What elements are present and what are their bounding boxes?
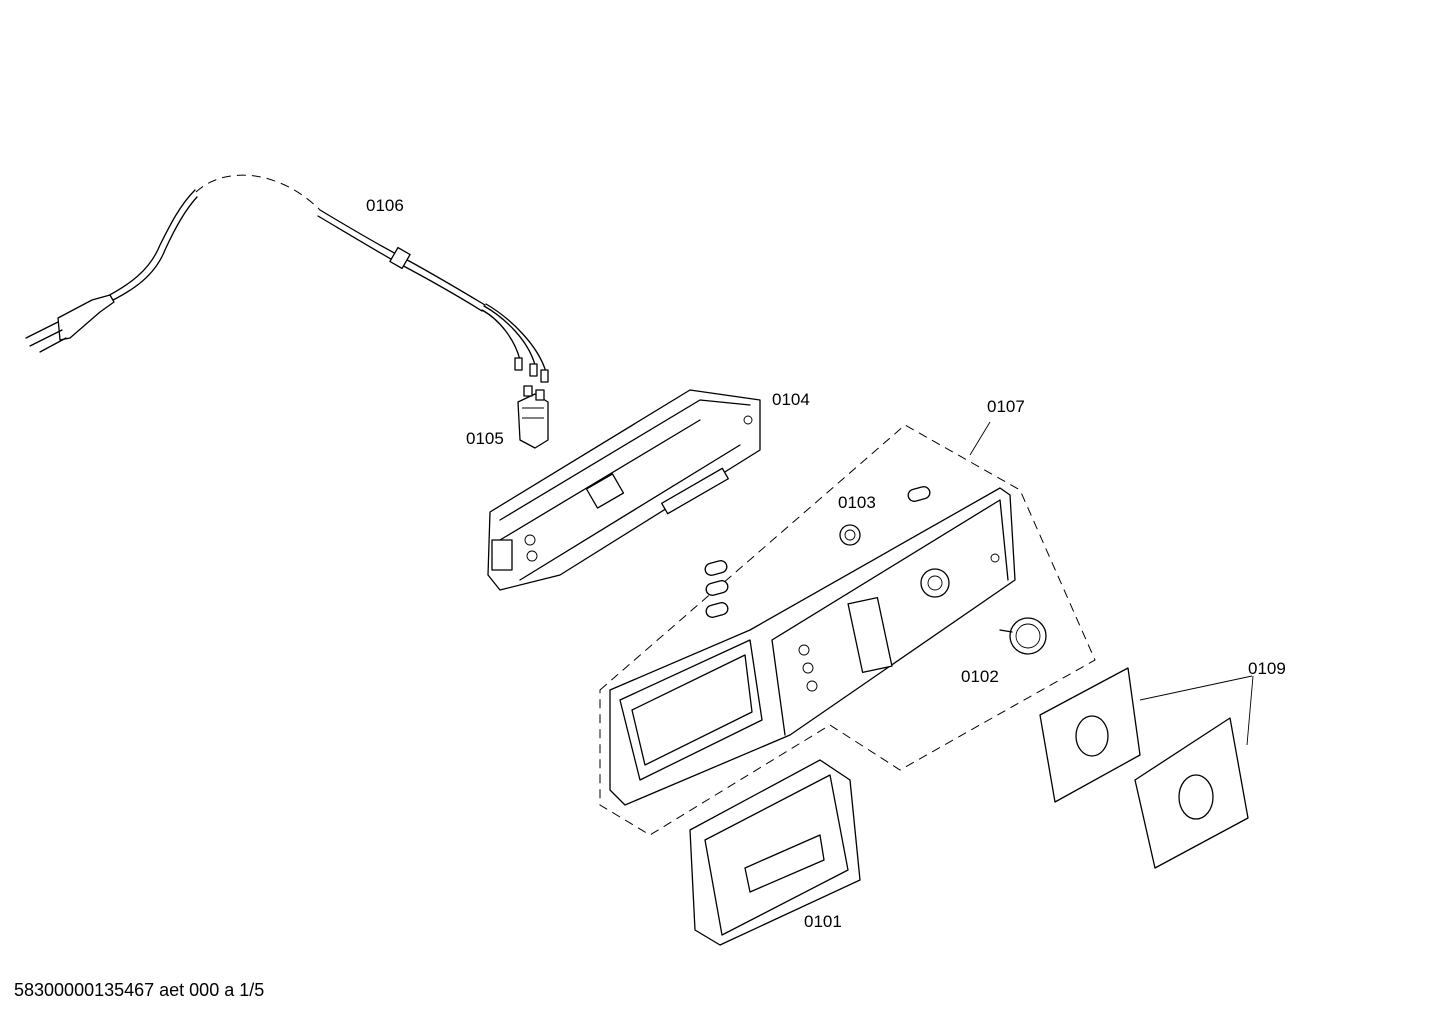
label-0106: 0106: [366, 196, 404, 215]
cover-plates-part: [1039, 667, 1254, 869]
label-0109: 0109: [1248, 659, 1286, 678]
label-0102: 0102: [961, 667, 999, 686]
document-id: 58300000135467 aet 000 a 1/5: [14, 980, 265, 1000]
small-knob-part: [839, 524, 861, 546]
connector-part: [517, 385, 549, 449]
leader-lines: [969, 421, 991, 456]
control-panel-part: [609, 487, 1016, 806]
label-0103: 0103: [838, 493, 876, 512]
power-cord-part: [25, 174, 549, 383]
label-0105: 0105: [466, 429, 504, 448]
label-0107: 0107: [987, 397, 1025, 416]
knob-part: [999, 617, 1047, 655]
panel-group-boundary: [599, 424, 1096, 836]
electronic-module-part: [487, 389, 761, 591]
label-0104: 0104: [772, 390, 810, 409]
button-pins: [704, 486, 931, 618]
label-0101: 0101: [804, 912, 842, 931]
dispenser-handle-part: [689, 759, 861, 946]
